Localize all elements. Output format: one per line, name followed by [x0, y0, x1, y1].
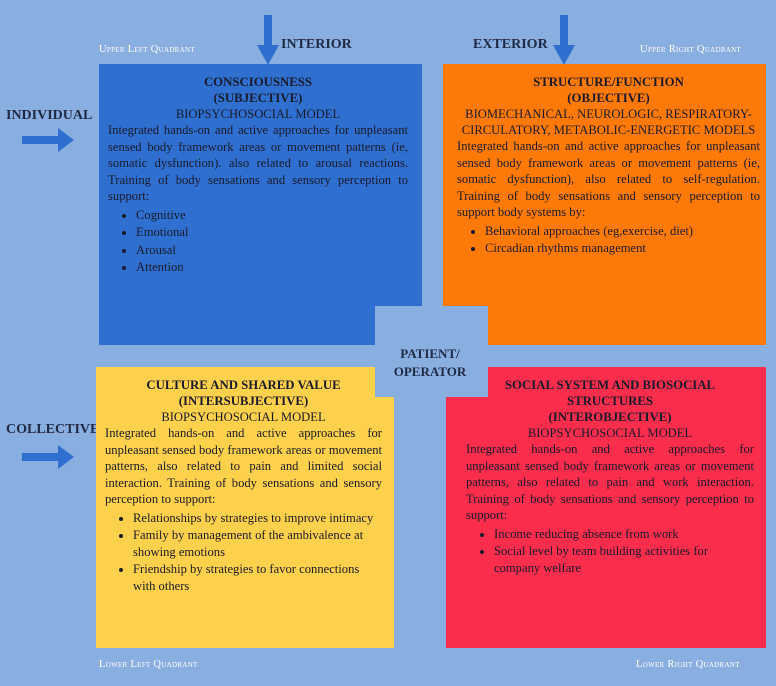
- quadrant-model: BIOPSYCHOSOCIAL MODEL: [527, 426, 693, 440]
- axis-label-interior: INTERIOR: [281, 37, 352, 52]
- center-notch: [446, 367, 488, 397]
- quadrant-body: Integrated hands-on and active approache…: [466, 442, 754, 522]
- quadrant-list: Behavioral approaches (eg,exercise, diet…: [457, 223, 760, 257]
- list-item: Friendship by strategies to favor connec…: [133, 561, 382, 594]
- axis-label-individual: INDIVIDUAL: [6, 108, 93, 123]
- list-item: Income reducing absence from work: [494, 526, 754, 543]
- center-notch: [443, 306, 488, 345]
- list-item: Emotional: [136, 224, 408, 241]
- quadrant-upper-left: CONSCIOUSNESS (SUBJECTIVE) BIOPSYCHOSOCI…: [99, 64, 422, 345]
- quadrant-list: Relationships by strategies to improve i…: [105, 510, 382, 595]
- quadrant-list: Income reducing absence from work Social…: [466, 526, 754, 577]
- list-item: Family by management of the ambivalence …: [133, 527, 382, 560]
- axis-label-exterior: EXTERIOR: [473, 37, 548, 52]
- quadrant-list: Cognitive Emotional Arousal Attention: [108, 207, 408, 276]
- list-item: Arousal: [136, 242, 408, 259]
- quadrant-lower-left: CULTURE AND SHARED VALUE (INTERSUBJECTIV…: [96, 367, 394, 648]
- axis-label-collective: COLLECTIVE: [6, 422, 100, 437]
- quadrant-subtitle: (INTEROBJECTIVE): [548, 410, 672, 424]
- quadrant-title: STRUCTURE/FUNCTION: [533, 75, 684, 89]
- list-item: Social level by team building activities…: [494, 543, 754, 576]
- center-label: PATIENT/ OPERATOR: [380, 345, 480, 381]
- list-item: Relationships by strategies to improve i…: [133, 510, 382, 527]
- quadrant-title: CONSCIOUSNESS: [203, 75, 313, 89]
- center-notch: [375, 367, 394, 397]
- quadrant-body: Integrated hands-on and active approache…: [105, 426, 382, 506]
- corner-label-lower-right: Lower Right Quadrant: [636, 659, 740, 670]
- right-arrow-icon-collective: [22, 445, 74, 469]
- corner-label-upper-right: Upper Right Quadrant: [640, 44, 742, 55]
- list-item: Cognitive: [136, 207, 408, 224]
- quadrant-body: Integrated hands-on and active approache…: [457, 139, 760, 219]
- list-item: Behavioral approaches (eg,exercise, diet…: [485, 223, 760, 240]
- center-label-line1: PATIENT/: [400, 346, 460, 361]
- quadrant-title: SOCIAL SYSTEM AND BIOSOCIAL STRUCTURES: [504, 378, 716, 408]
- quadrant-subtitle: (INTERSUBJECTIVE): [178, 394, 309, 408]
- right-arrow-icon-individual: [22, 128, 74, 152]
- quadrant-title: CULTURE AND SHARED VALUE: [146, 378, 341, 392]
- list-item: Attention: [136, 259, 408, 276]
- list-item: Circadian rhythms management: [485, 240, 760, 257]
- quadrant-subtitle: (OBJECTIVE): [567, 91, 650, 105]
- center-label-line2: OPERATOR: [393, 364, 467, 379]
- quadrant-model: BIOPSYCHOSOCIAL MODEL: [161, 410, 326, 424]
- quadrant-model: BIOMECHANICAL, NEUROLOGIC, RESPIRATORY-C…: [461, 107, 756, 137]
- quadrant-lower-right: SOCIAL SYSTEM AND BIOSOCIAL STRUCTURES (…: [446, 367, 766, 648]
- down-arrow-icon-interior: [257, 15, 279, 65]
- quadrant-upper-right: STRUCTURE/FUNCTION (OBJECTIVE) BIOMECHAN…: [443, 64, 766, 345]
- center-notch: [375, 306, 422, 345]
- quadrant-body: Integrated hands-on and active approache…: [108, 123, 408, 203]
- down-arrow-icon-exterior: [553, 15, 575, 65]
- quadrant-subtitle: (SUBJECTIVE): [213, 91, 303, 105]
- quadrant-model: BIOPSYCHOSOCIAL MODEL: [175, 107, 341, 121]
- corner-label-upper-left: Upper Left Quadrant: [99, 44, 195, 55]
- corner-label-lower-left: Lower Left Quadrant: [99, 659, 198, 670]
